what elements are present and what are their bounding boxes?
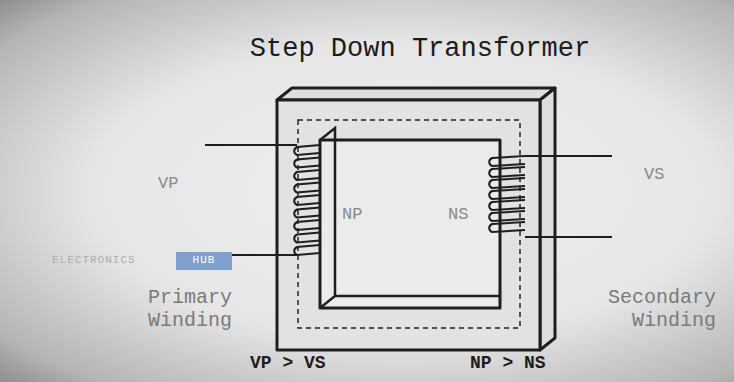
relation-label: VP > VS <box>250 353 326 374</box>
coil-turn <box>489 211 525 221</box>
voltage-label: VP <box>158 174 178 194</box>
primary-lead <box>205 144 297 146</box>
winding-label: Secondary Winding <box>566 286 716 332</box>
turns-label: NP <box>342 205 362 225</box>
coil-turn <box>294 245 320 255</box>
core-side-face <box>540 88 555 350</box>
coil-turn <box>294 158 320 168</box>
coil-turn <box>294 170 320 180</box>
coil-turn <box>489 167 525 177</box>
coil-turn <box>294 220 320 230</box>
window-bevel <box>320 296 335 308</box>
coil-turn <box>489 222 525 232</box>
coil-turn <box>489 156 525 166</box>
coil-turn <box>489 189 525 199</box>
winding-label: Primary Winding <box>148 286 258 332</box>
coil-turn <box>489 200 525 210</box>
coil-turn <box>294 233 320 243</box>
relation-label: NP > NS <box>470 353 546 374</box>
watermark-badge <box>176 252 232 270</box>
core-top-face <box>277 88 555 100</box>
coil-turn <box>294 183 320 193</box>
core-front-face <box>277 100 540 350</box>
secondary-coil <box>489 156 525 232</box>
core-window <box>320 140 500 308</box>
voltage-label: VS <box>644 165 664 185</box>
secondary-lead <box>525 155 612 157</box>
coil-turn <box>294 195 320 205</box>
window-bevel <box>320 128 500 296</box>
primary-coil <box>294 145 320 255</box>
coil-turn <box>489 178 525 188</box>
secondary-lead <box>525 236 612 238</box>
turns-label: NS <box>448 205 468 225</box>
diagram-title: Step Down Transformer <box>200 34 640 65</box>
flux-path <box>298 120 520 328</box>
coil-turn <box>294 145 320 155</box>
watermark: HUB <box>176 254 232 267</box>
coil-turn <box>294 208 320 218</box>
watermark: ELECTRONICS <box>52 254 136 267</box>
